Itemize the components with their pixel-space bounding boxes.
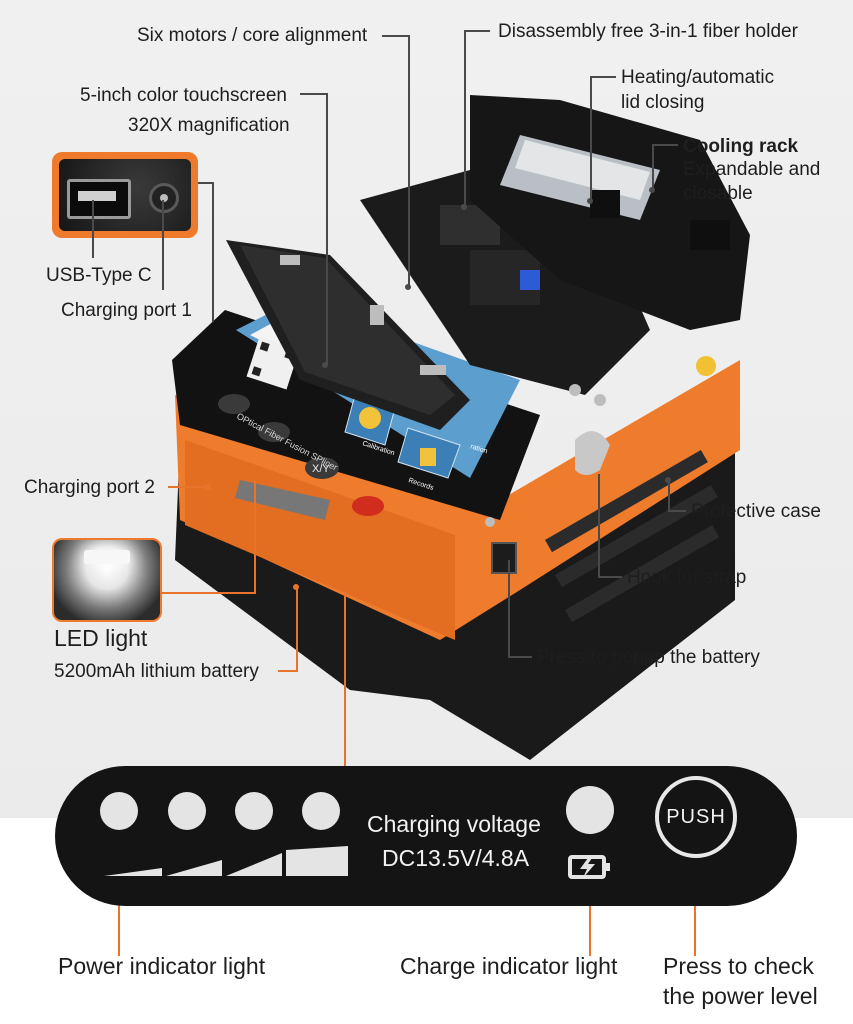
power-indicator-led-1: [100, 792, 138, 830]
popup-battery-label: Press to popup the battery: [537, 647, 760, 668]
cooling-rack-title: Cooling rack: [683, 136, 799, 157]
hook-strap-label: Hook for strap: [627, 567, 747, 588]
press-check-label-line1: Press to check: [663, 953, 814, 979]
charge-indicator-led: [566, 786, 614, 834]
protective-case-label: Protective case: [691, 501, 821, 522]
power-indicator-led-4: [302, 792, 340, 830]
fiber-holder-label: Disassembly free 3-in-1 fiber holder: [498, 21, 798, 42]
fusion-splicer-illustration: Calibration Records ration OPtical Fiber…: [172, 95, 750, 760]
magnification-label: 320X magnification: [128, 115, 290, 136]
led-light-inset: [52, 538, 162, 622]
usb-type-c-label: USB-Type C: [46, 265, 152, 286]
touchscreen-label: 5-inch color touchscreen: [80, 85, 287, 106]
power-indicator-led-2: [168, 792, 206, 830]
key-xy-label: X/Y: [312, 463, 330, 475]
charging-voltage-label: Charging voltage: [367, 811, 541, 837]
charging-voltage-value: DC13.5V/4.8A: [382, 845, 530, 871]
heating-label-line2: lid closing: [621, 92, 705, 113]
heating-label-line1: Heating/automatic: [621, 67, 775, 88]
charging-port-2-label: Charging port 2: [24, 477, 155, 498]
power-indicator-led-3: [235, 792, 273, 830]
power-indicator-label: Power indicator light: [58, 953, 266, 979]
led-light-label: LED light: [54, 625, 148, 651]
usb-port-icon: [67, 179, 131, 219]
charging-port-1-label: Charging port 1: [61, 300, 192, 321]
led-lamp-icon: [84, 550, 130, 564]
battery-charging-icon: [568, 855, 610, 879]
battery-label: 5200mAh lithium battery: [54, 661, 259, 682]
power-level-ramp-icon: [104, 846, 348, 876]
cooling-rack-line1: Expandable and: [683, 159, 821, 180]
cooling-rack-line2: closable: [683, 183, 753, 204]
usb-port-inset: [52, 152, 198, 238]
push-button[interactable]: PUSH: [655, 776, 737, 858]
port-panel: [59, 159, 191, 231]
dc-jack-icon: [149, 183, 179, 213]
charge-indicator-label: Charge indicator light: [400, 953, 618, 979]
press-check-label-line2: the power level: [663, 983, 818, 1009]
six-motors-label: Six motors / core alignment: [137, 25, 368, 46]
